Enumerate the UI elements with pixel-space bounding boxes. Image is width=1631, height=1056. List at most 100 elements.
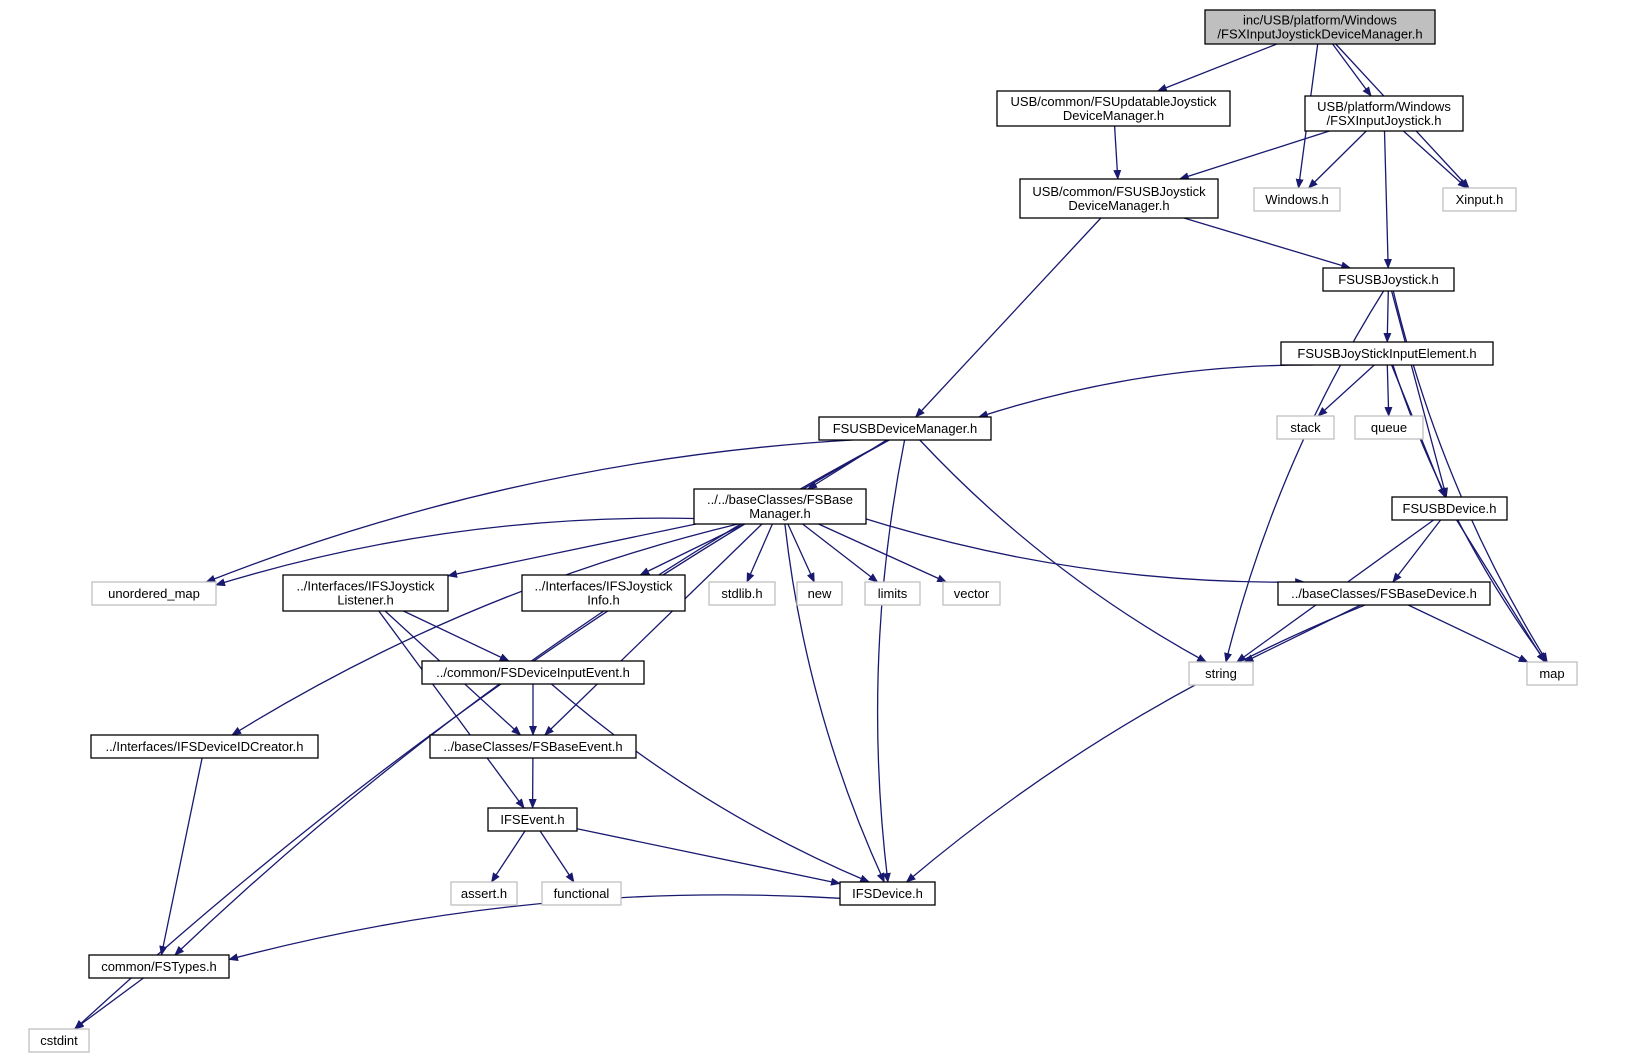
node-root[interactable]: inc/USB/platform/Windows/FSXInputJoystic… <box>1204 9 1436 45</box>
node-label-basedevice-line-0: ../baseClasses/FSBaseDevice.h <box>1291 586 1477 601</box>
node-basedevice[interactable]: ../baseClasses/FSBaseDevice.h <box>1277 581 1491 606</box>
node-label-idcreator-line-0: ../Interfaces/IFSDeviceIDCreator.h <box>106 739 304 754</box>
node-box-ifsdevice <box>839 881 936 906</box>
node-box-string <box>1188 661 1254 686</box>
node-new: new <box>796 581 843 606</box>
node-box-usbjoystick <box>1322 267 1455 292</box>
edge-listener-to-devinputevent <box>403 610 510 662</box>
edge-inputelement-to-devmgr <box>977 364 1314 419</box>
edge-basemgr-to-basedevice <box>865 518 1306 587</box>
node-box-stack <box>1276 415 1335 440</box>
node-label-baseevent-line-0: ../baseClasses/FSBaseEvent.h <box>443 739 622 754</box>
edge-xinputjoy-to-usbjoystick <box>1383 130 1392 269</box>
node-box-windows <box>1253 187 1341 212</box>
node-label-inputelement-line-0: FSUSBJoyStickInputElement.h <box>1297 346 1476 361</box>
node-ifsdevice[interactable]: IFSDevice.h <box>839 881 936 906</box>
node-updatable[interactable]: USB/common/FSUpdatableJoystickDeviceMana… <box>996 90 1231 127</box>
edge-xinputjoy-to-usbjoymgr <box>1178 130 1330 181</box>
node-label-joyinfo-line-1: Info.h <box>587 593 620 608</box>
node-functional: functional <box>541 881 622 906</box>
edge-basedevice-to-ifsdevice <box>905 604 1366 883</box>
node-box-devinputevent <box>421 660 645 685</box>
node-box-joyinfo <box>521 574 686 612</box>
edge-usbdevice-to-basedevice <box>1392 519 1442 583</box>
node-box-basemgr <box>693 488 867 525</box>
node-box-listener <box>282 574 449 612</box>
node-devinputevent[interactable]: ../common/FSDeviceInputEvent.h <box>421 660 645 685</box>
node-label-fstypes-line-0: common/FSTypes.h <box>101 959 217 974</box>
node-limits: limits <box>864 581 921 606</box>
node-label-stack-line-0: stack <box>1290 420 1321 435</box>
node-box-vector <box>942 581 1001 606</box>
edge-usbjoystick-to-inputelement <box>1383 290 1392 343</box>
edge-basedevice-to-map <box>1407 604 1529 663</box>
edge-usbdevice-to-map <box>1456 519 1546 663</box>
node-xinput: Xinput.h <box>1442 187 1517 212</box>
edge-inputelement-to-stack <box>1317 364 1375 417</box>
node-label-functional-line-0: functional <box>554 886 610 901</box>
edge-basemgr-to-limits <box>802 523 879 583</box>
node-label-new-line-0: new <box>808 586 832 601</box>
edge-devmgr-to-ifsdevice <box>876 439 906 883</box>
node-label-xinputjoy-line-1: /FSXInputJoystick.h <box>1327 113 1442 128</box>
edge-basemgr-to-new <box>787 523 815 583</box>
node-box-cstdint <box>28 1028 90 1053</box>
node-usbjoystick[interactable]: FSUSBJoystick.h <box>1322 267 1455 292</box>
node-label-ifsevent-line-0: IFSEvent.h <box>500 812 564 827</box>
node-baseevent[interactable]: ../baseClasses/FSBaseEvent.h <box>429 734 637 759</box>
node-label-xinput-line-0: Xinput.h <box>1456 192 1504 207</box>
node-windows: Windows.h <box>1253 187 1341 212</box>
edge-xinputjoy-to-windows <box>1307 130 1367 189</box>
nodes-layer: inc/USB/platform/Windows/FSXInputJoystic… <box>28 9 1578 1053</box>
node-label-usbjoystick-line-0: FSUSBJoystick.h <box>1338 272 1438 287</box>
edge-basemgr-to-listener <box>447 523 697 578</box>
node-stdlib: stdlib.h <box>708 581 776 606</box>
node-usbdevice[interactable]: FSUSBDevice.h <box>1391 496 1508 521</box>
edge-root-to-updatable <box>1156 43 1278 92</box>
node-ifsevent[interactable]: IFSEvent.h <box>487 807 578 832</box>
node-label-limits-line-0: limits <box>878 586 908 601</box>
edge-xinputjoy-to-xinput <box>1402 130 1468 189</box>
node-inputelement[interactable]: FSUSBJoyStickInputElement.h <box>1280 341 1494 366</box>
edge-fstypes-to-cstdint <box>73 977 144 1030</box>
node-box-new <box>796 581 843 606</box>
node-box-fstypes <box>88 954 230 979</box>
node-label-windows-line-0: Windows.h <box>1265 192 1329 207</box>
node-cstdint: cstdint <box>28 1028 90 1053</box>
node-box-xinput <box>1442 187 1517 212</box>
node-devmgr[interactable]: FSUSBDeviceManager.h <box>818 416 992 441</box>
node-xinputjoy[interactable]: USB/platform/Windows/FSXInputJoystick.h <box>1304 95 1464 132</box>
node-label-root-line-1: /FSXInputJoystickDeviceManager.h <box>1217 27 1422 42</box>
node-box-devmgr <box>818 416 992 441</box>
node-box-map <box>1526 661 1578 686</box>
node-box-xinputjoy <box>1304 95 1464 132</box>
node-label-devmgr-line-0: FSUSBDeviceManager.h <box>833 421 978 436</box>
node-label-listener-line-0: ../Interfaces/IFSJoystick <box>297 579 435 594</box>
edge-ifsdevice-to-fstypes <box>228 894 841 962</box>
edge-devmgr-to-string <box>919 439 1208 663</box>
node-fstypes[interactable]: common/FSTypes.h <box>88 954 230 979</box>
edge-idcreator-to-fstypes <box>159 757 203 956</box>
node-box-baseevent <box>429 734 637 759</box>
edge-usbjoymgr-to-usbjoystick <box>1183 217 1352 270</box>
node-label-assert-line-0: assert.h <box>461 886 507 901</box>
node-box-idcreator <box>90 734 319 759</box>
edge-usbjoystick-to-usbdevice <box>1390 290 1448 498</box>
node-assert: assert.h <box>450 881 518 906</box>
node-box-usbdevice <box>1391 496 1508 521</box>
node-box-ifsevent <box>487 807 578 832</box>
node-vector: vector <box>942 581 1001 606</box>
node-idcreator[interactable]: ../Interfaces/IFSDeviceIDCreator.h <box>90 734 319 759</box>
node-box-functional <box>541 881 622 906</box>
node-box-usbjoymgr <box>1019 178 1219 219</box>
node-box-updatable <box>996 90 1231 127</box>
edge-usbjoystick-to-string <box>1224 290 1385 663</box>
node-box-inputelement <box>1280 341 1494 366</box>
node-label-usbjoymgr-line-1: DeviceManager.h <box>1068 198 1169 213</box>
node-label-string-line-0: string <box>1205 666 1237 681</box>
node-queue: queue <box>1354 415 1424 440</box>
